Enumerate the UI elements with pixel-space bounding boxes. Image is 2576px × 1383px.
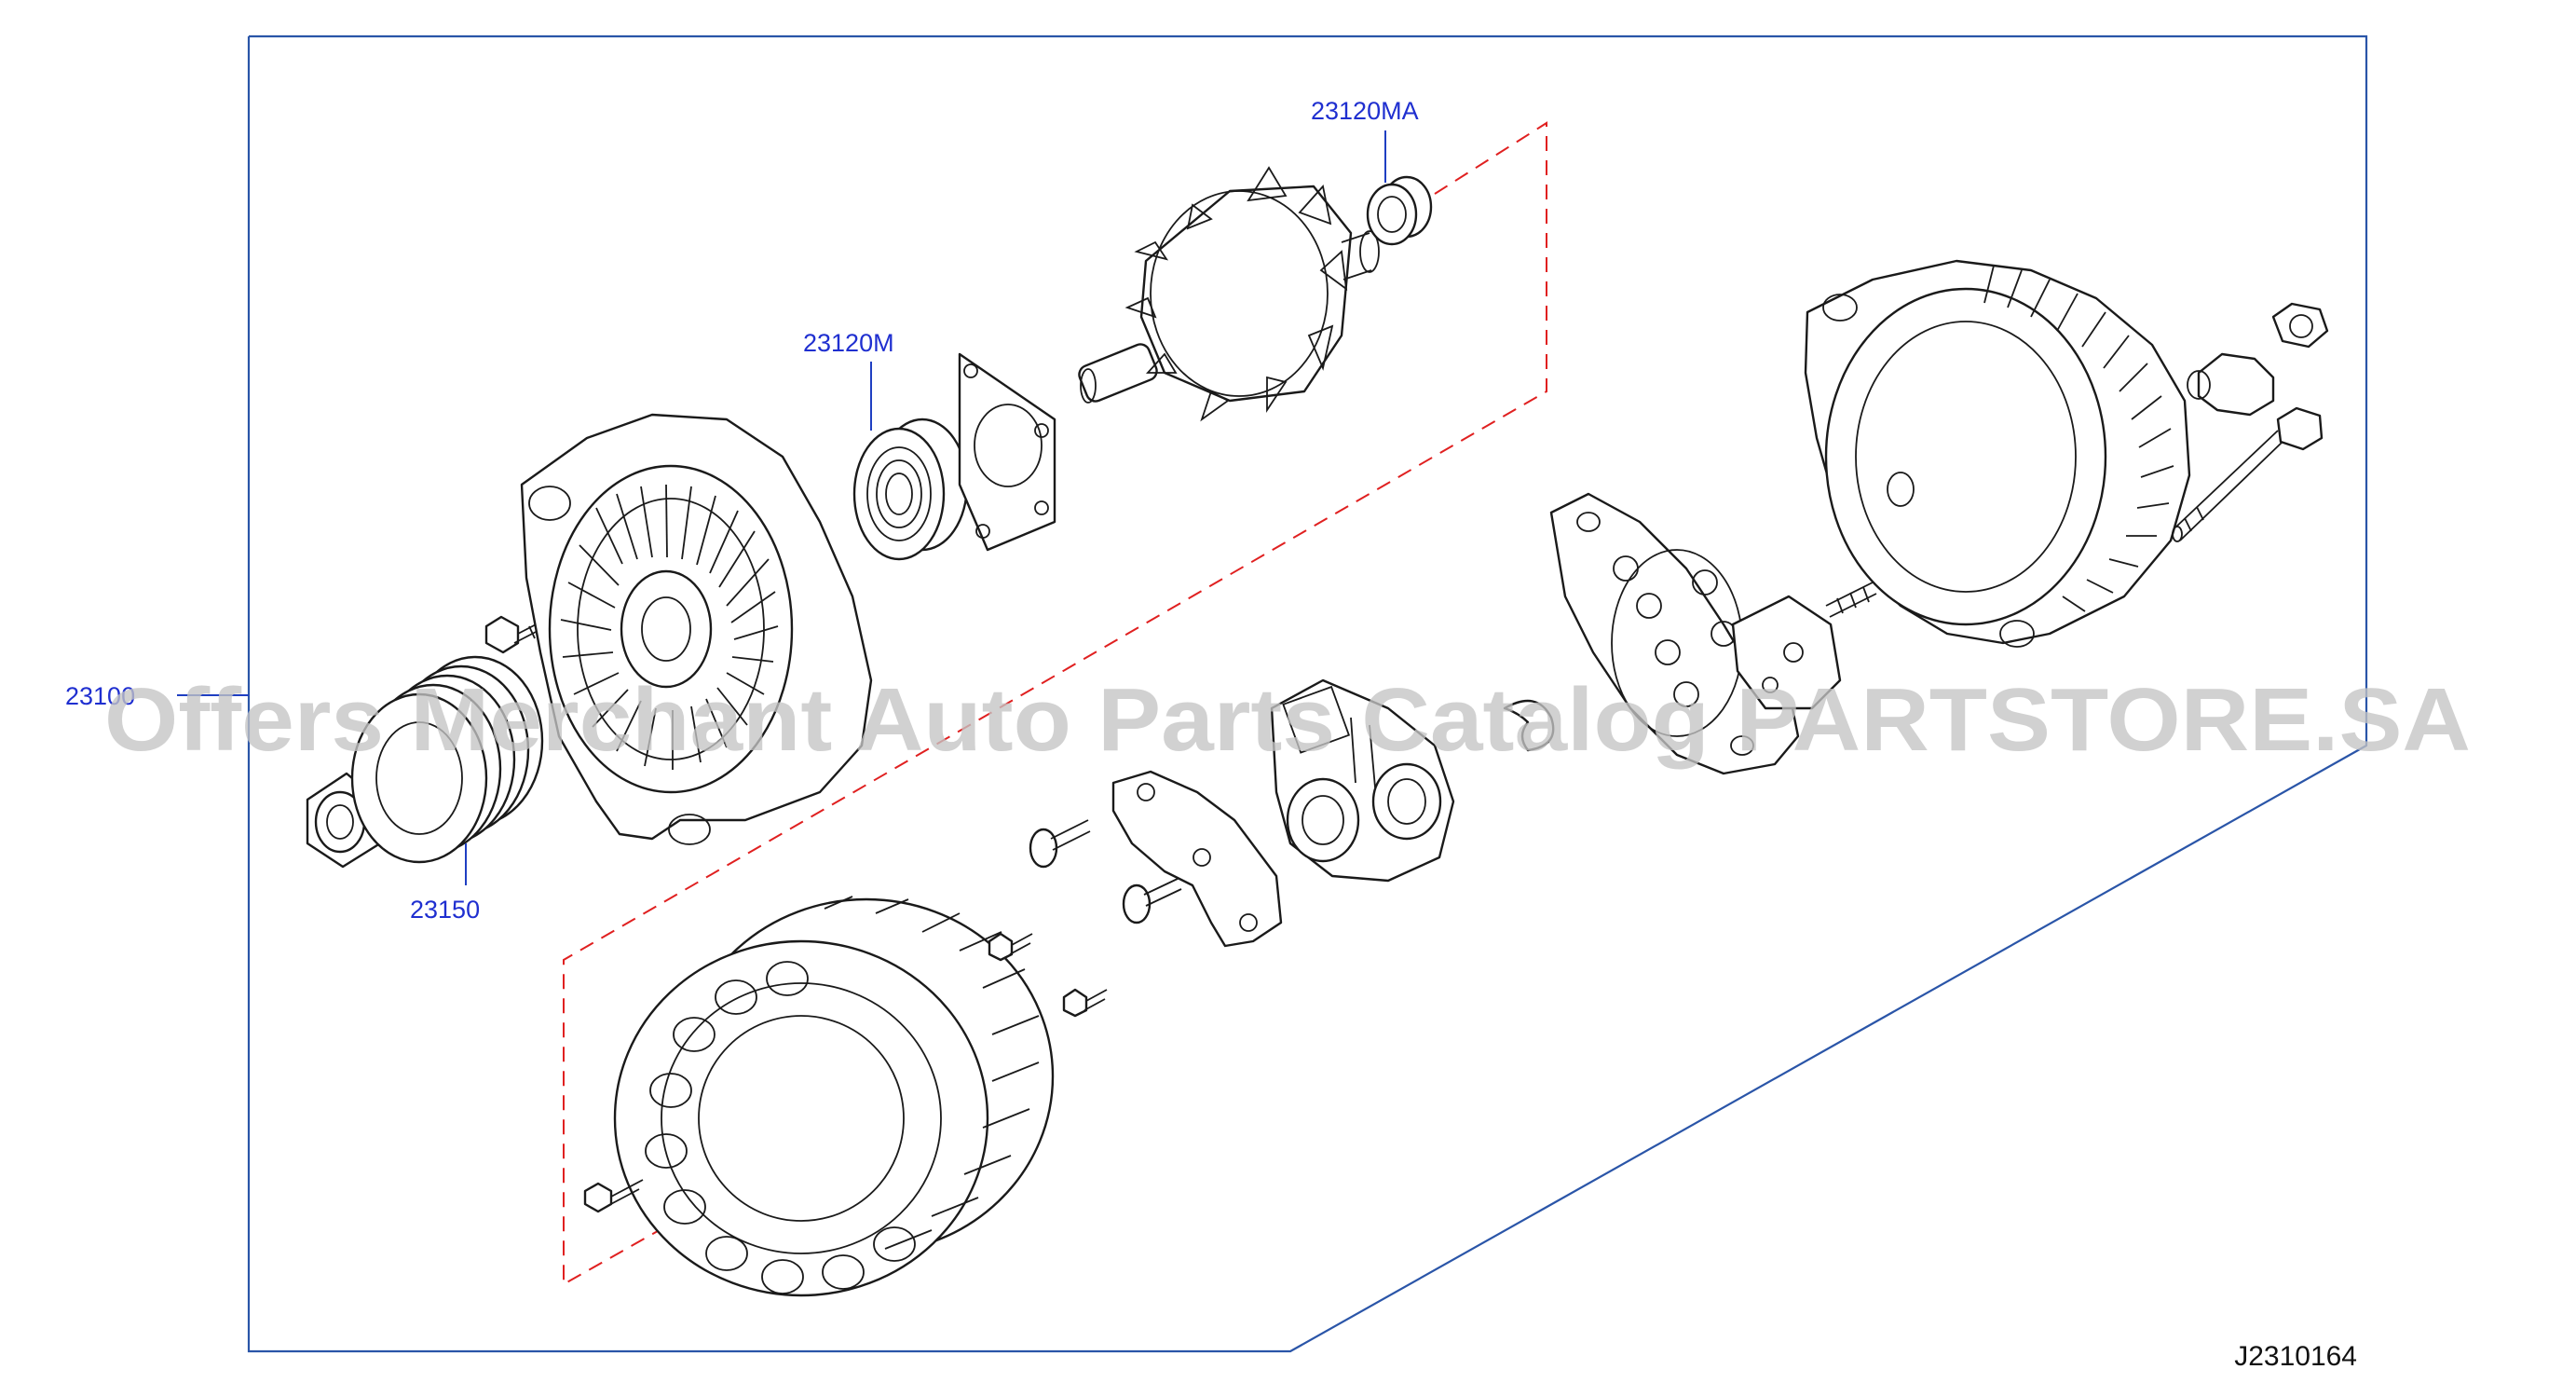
stator-laminations [824,896,1040,1250]
rectifier[interactable] [1549,492,1842,775]
snap-ring[interactable] [1503,699,1555,752]
front-housing[interactable] [520,413,873,845]
callout-front-bearing: 23120M [803,329,894,431]
stator-windings [645,961,916,1294]
stator-screw[interactable] [583,1179,644,1213]
voltage-regulator[interactable] [1270,678,1455,883]
b-terminal-stud[interactable] [1825,582,1877,618]
front-housing-fins [560,484,779,770]
through-bolt[interactable] [2172,406,2324,542]
rectifier-screw-3[interactable] [988,932,1033,962]
callout-pulley: 23150 [410,843,480,924]
assembly-frame [247,34,2368,1353]
stator[interactable] [613,896,1055,1297]
label-front-bearing: 23120M [803,329,894,357]
rotor[interactable] [1076,166,1380,422]
callout-assembly: 23100 [65,682,249,710]
rear-bearing[interactable] [1366,175,1433,246]
bearing-retainer-plate[interactable] [958,352,1056,552]
rotor-slip-ring [1341,230,1380,281]
terminal-insulator[interactable] [2187,352,2275,417]
rectifier-screw-1[interactable] [1029,819,1091,869]
label-rear-bearing: 23120MA [1311,97,1419,125]
label-assembly: 23100 [65,682,135,710]
callout-rear-bearing: 23120MA [1311,97,1419,183]
rectifier-screw-4[interactable] [1062,988,1108,1018]
pulley[interactable] [350,655,544,864]
rotor-claw-poles [1124,166,1348,422]
rear-housing[interactable] [1804,259,2191,648]
watermark-text: Offers Merchant Auto Parts Catalog PARTS… [104,670,2471,770]
label-pulley: 23150 [410,896,480,924]
rotor-dashed-guide [563,121,1547,1286]
rectifier-screw-2[interactable] [1122,877,1182,924]
regulator-bracket[interactable] [1111,770,1283,948]
front-bearing[interactable] [852,418,969,561]
diagram-code: J2310164 [2234,1341,2357,1372]
terminal-nut[interactable] [2271,302,2329,349]
rear-housing-fins [1983,265,2174,612]
